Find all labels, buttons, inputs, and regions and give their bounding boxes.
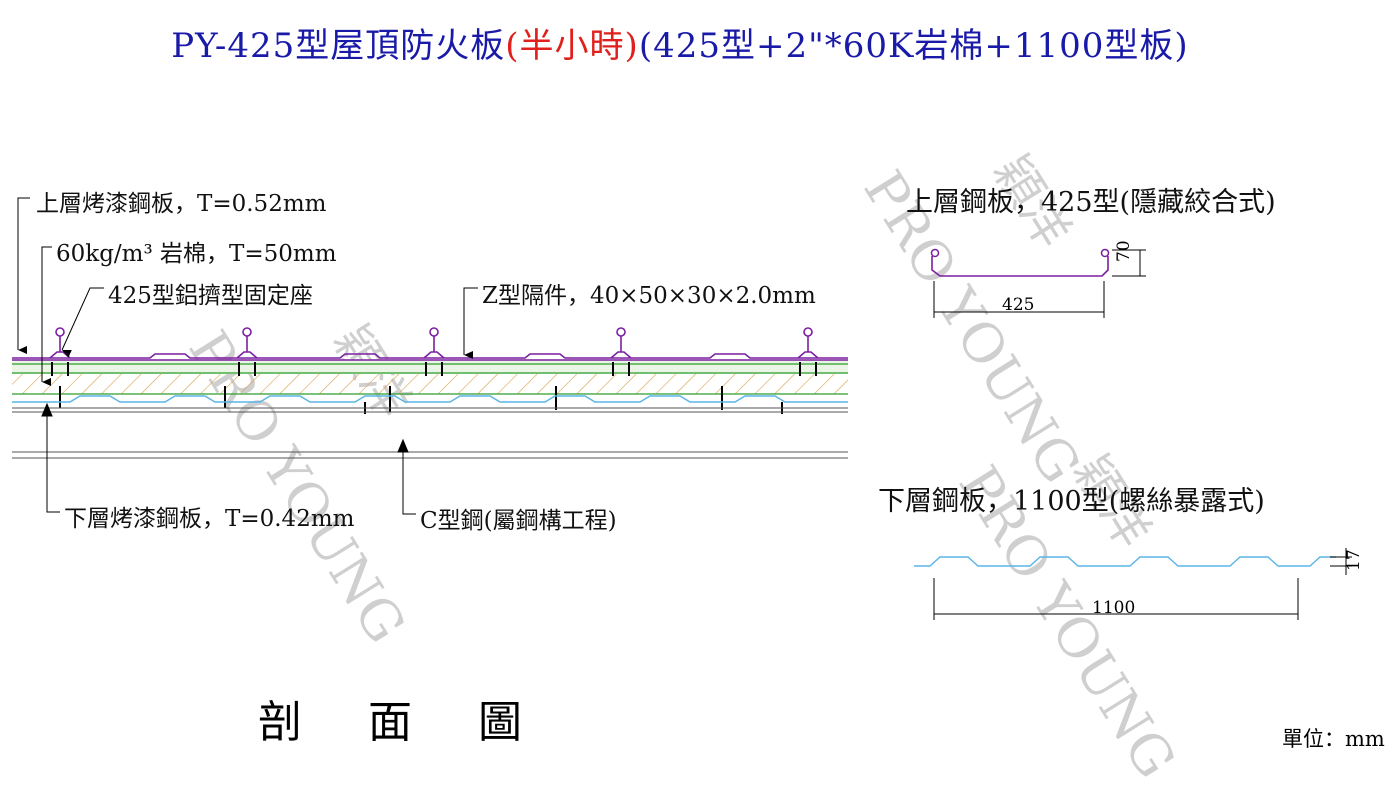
upper-profile-height: 70 [1114, 240, 1134, 262]
lower-profile-title: 下層鋼板，1100型(螺絲暴露式) [878, 486, 1265, 517]
lower-profile-width: 1100 [1092, 598, 1136, 618]
bottom-steel-sheet [12, 395, 848, 403]
label-bottom-sheet: 下層烤漆鋼板，T=0.42mm [64, 506, 355, 532]
roof-section-drawing [12, 197, 1352, 620]
seam-clip [610, 327, 632, 359]
upper-profile-title: 上層鋼板，425型(隱藏絞合式) [906, 187, 1276, 218]
unit-label: 單位：mm [1282, 727, 1385, 751]
label-rock-wool: 60kg/m³ 岩棉，T=50mm [56, 241, 337, 267]
section-title: 剖 面 圖 [258, 697, 548, 748]
title-main: PY-425型屋頂防火板 [171, 26, 506, 66]
title-spec: (425型+2"*60K岩棉+1100型板) [638, 26, 1189, 66]
seam-clip [423, 327, 445, 359]
seam-clip [797, 327, 819, 359]
c-steel-lines [12, 407, 848, 459]
label-clip-seat: 425型鋁擠型固定座 [108, 283, 313, 309]
upper-profile-width: 425 [1002, 295, 1035, 315]
lower-profile-height: 17 [1344, 549, 1364, 571]
leader-lines [17, 197, 478, 515]
page-title: PY-425型屋頂防火板(半小時)(425型+2"*60K岩棉+1100型板) [0, 18, 1360, 67]
label-c-steel: C型鋼(屬鋼構工程) [420, 508, 617, 534]
label-z-spacer: Z型隔件，40×50×30×2.0mm [482, 283, 816, 309]
seam-clips [49, 327, 819, 359]
insulation-layer [12, 360, 848, 395]
lower-profile-drawing [914, 548, 1352, 620]
seam-clip [236, 327, 258, 359]
label-top-sheet: 上層烤漆鋼板，T=0.52mm [36, 191, 327, 217]
upper-profile-drawing [930, 248, 1146, 318]
title-fire-rating: (半小時) [505, 26, 639, 66]
top-steel-sheet [12, 353, 848, 361]
seam-clip [49, 327, 71, 359]
